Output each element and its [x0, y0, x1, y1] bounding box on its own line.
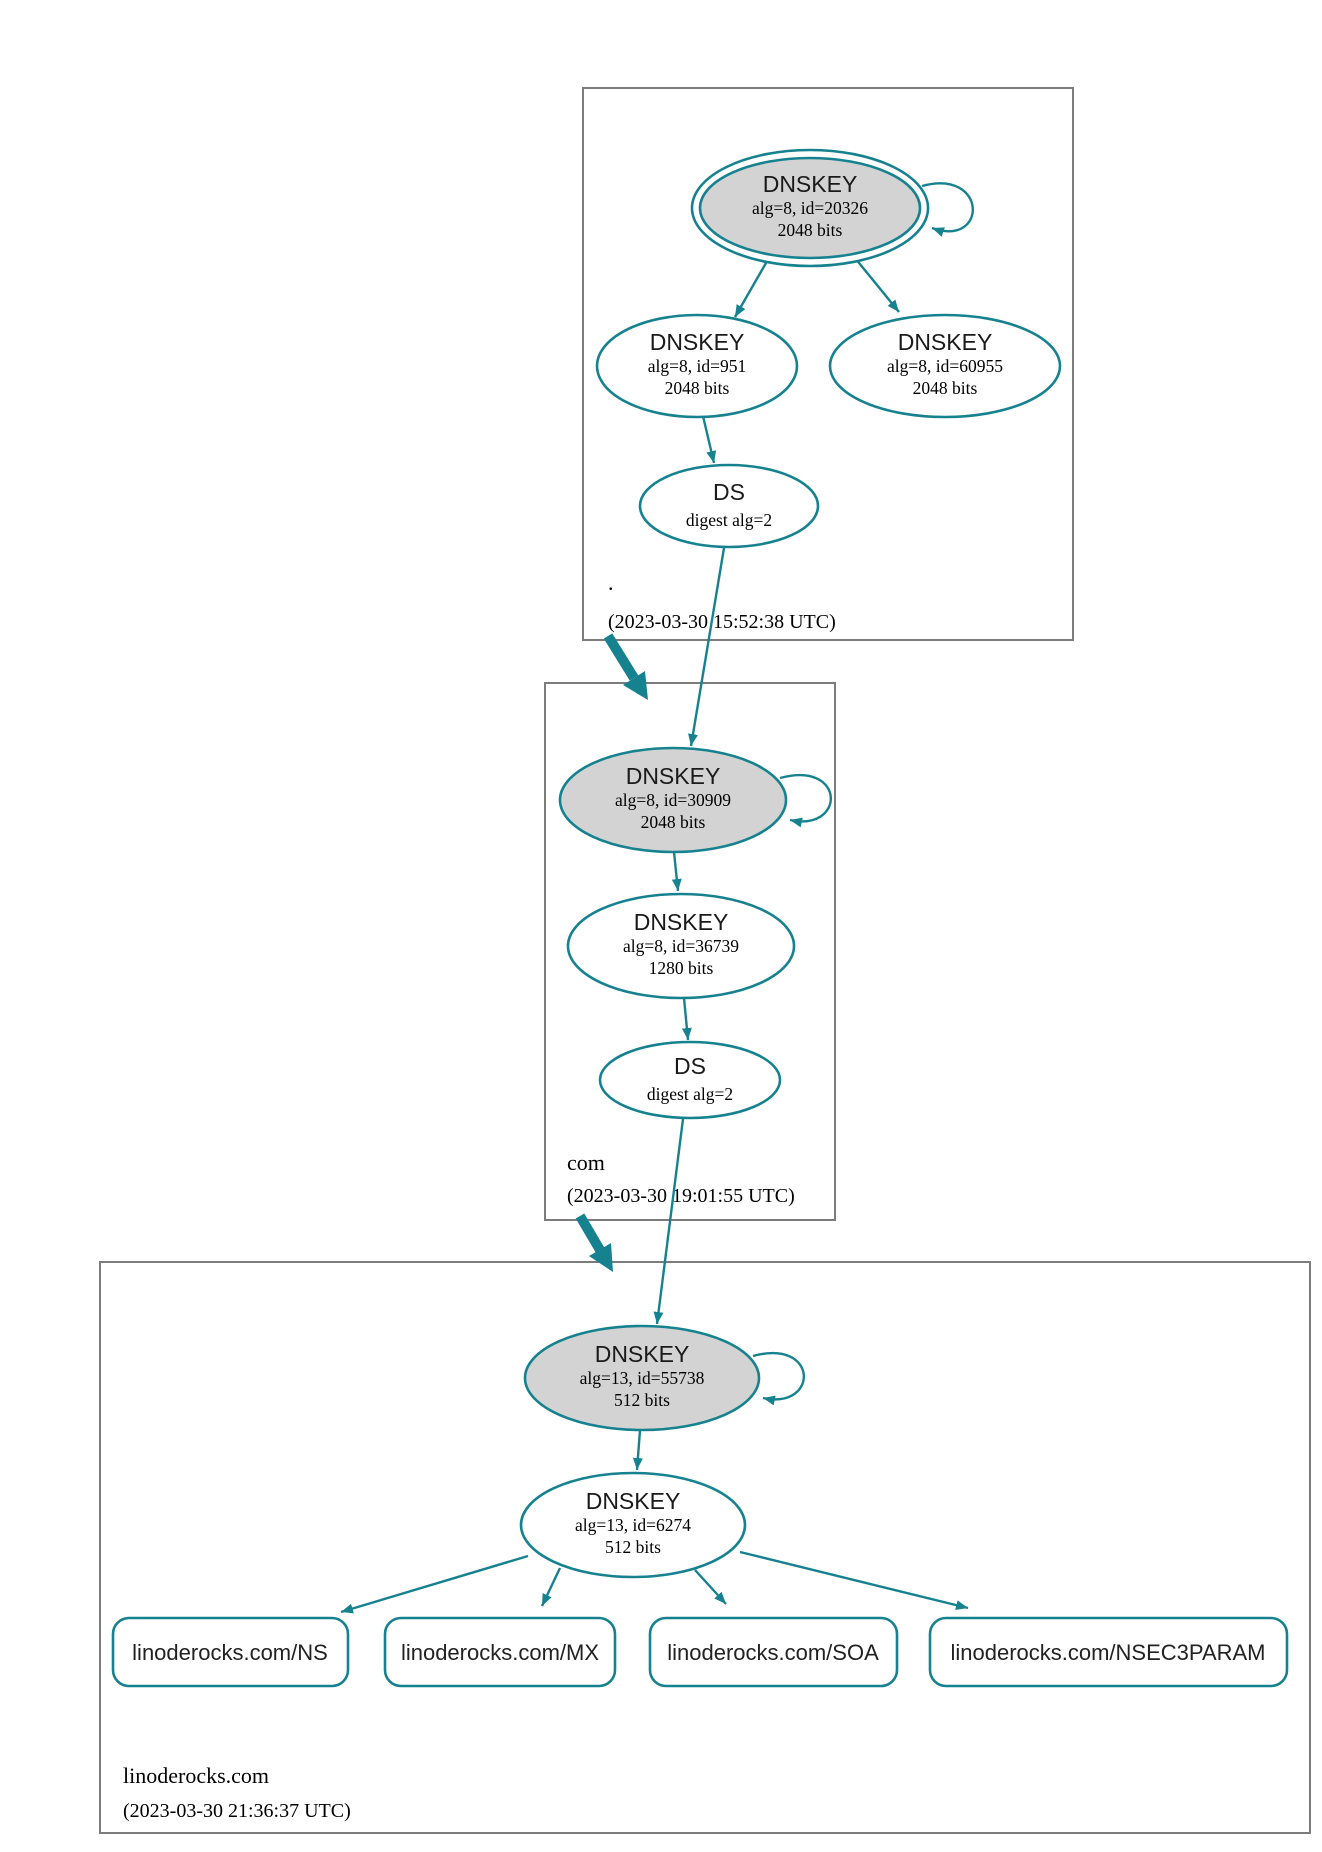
rrset-soa[interactable]: linoderocks.com/SOA: [648, 1616, 899, 1688]
edge-linozsk-to-mx: [540, 1567, 562, 1607]
node-alg: digest alg=2: [686, 510, 772, 530]
rrset-box: [928, 1616, 1289, 1688]
node-root-ds[interactable]: DS digest alg=2: [638, 463, 820, 549]
node-bits: 512 bits: [614, 1390, 670, 1410]
dnskey-ellipse: [523, 1324, 761, 1432]
dnskey-ellipse: [519, 1471, 747, 1579]
rrset-box: [383, 1616, 617, 1688]
rrset-label: linoderocks.com/NSEC3PARAM: [950, 1640, 1265, 1665]
dnskey-ellipse: [828, 313, 1062, 419]
node-title: DNSKEY: [650, 329, 745, 355]
ksk-inner-ellipse: [698, 156, 922, 260]
dnskey-ellipse: [558, 746, 788, 854]
edge-linozsk-to-soa: [694, 1569, 727, 1605]
rrset-label: linoderocks.com/NS: [132, 1640, 328, 1665]
node-title: DNSKEY: [586, 1488, 681, 1514]
node-title: DNSKEY: [634, 909, 729, 935]
rrset-ns[interactable]: linoderocks.com/NS: [111, 1616, 350, 1688]
delegation-arrow-com-to-linoderocks: [575, 1213, 613, 1272]
rrset-mx[interactable]: linoderocks.com/MX: [383, 1616, 617, 1688]
rrset-box: [648, 1616, 899, 1688]
edge-zsk951-to-rootds: [701, 415, 717, 464]
edge-rootds-to-comksk: [688, 547, 726, 747]
node-bits: 2048 bits: [665, 378, 730, 398]
zone-box-linoderocks: [99, 1261, 1311, 1834]
zone-label-linoderocks: linoderocks.com: [123, 1763, 269, 1788]
node-title: DNSKEY: [898, 329, 993, 355]
rrset-label: linoderocks.com/SOA: [667, 1640, 879, 1665]
zone-label-root: .: [608, 570, 614, 595]
self-sign-loop-root-ksk: [921, 182, 974, 237]
node-alg: alg=8, id=36739: [623, 936, 739, 956]
node-alg: alg=8, id=30909: [615, 790, 731, 810]
node-com-ksk[interactable]: DNSKEY alg=8, id=30909 2048 bits: [558, 746, 788, 854]
node-alg: alg=8, id=60955: [887, 356, 1003, 376]
node-alg: alg=13, id=55738: [580, 1368, 705, 1388]
node-com-zsk[interactable]: DNSKEY alg=8, id=36739 1280 bits: [566, 892, 796, 1000]
self-sign-loop-lino-ksk: [752, 1351, 805, 1406]
zone-box-com: [544, 682, 836, 1221]
edge-rootksk-to-zsk60955: [854, 257, 900, 313]
delegation-arrow-head: [589, 1243, 613, 1272]
node-root-zsk-60955[interactable]: DNSKEY alg=8, id=60955 2048 bits: [828, 313, 1062, 419]
edge-comksk-to-comzsk: [671, 851, 682, 892]
edge-rootksk-to-zsk951: [733, 255, 772, 318]
edge-linozsk-to-nsec3param: [739, 1550, 969, 1610]
node-title: DS: [713, 479, 745, 505]
node-bits: 2048 bits: [778, 220, 843, 240]
dnskey-ellipse: [595, 313, 799, 419]
edge-linoksk-to-linozsk: [632, 1429, 643, 1471]
ds-ellipse: [598, 1040, 782, 1120]
node-lino-zsk[interactable]: DNSKEY alg=13, id=6274 512 bits: [519, 1471, 747, 1579]
rrset-box: [111, 1616, 350, 1688]
node-bits: 2048 bits: [913, 378, 978, 398]
delegation-arrow-root-to-com: [603, 633, 648, 700]
node-title: DNSKEY: [626, 763, 721, 789]
node-alg: alg=8, id=951: [648, 356, 746, 376]
dnskey-ellipse: [566, 892, 796, 1000]
node-bits: 2048 bits: [641, 812, 706, 832]
ds-ellipse: [638, 463, 820, 549]
node-root-ksk[interactable]: DNSKEY alg=8, id=20326 2048 bits: [690, 148, 930, 268]
node-com-ds[interactable]: DS digest alg=2: [598, 1040, 782, 1120]
delegation-arrow-shaft: [603, 633, 639, 681]
rrset-nsec3param[interactable]: linoderocks.com/NSEC3PARAM: [928, 1616, 1289, 1688]
node-root-zsk-951[interactable]: DNSKEY alg=8, id=951 2048 bits: [595, 313, 799, 419]
edge-comzsk-to-comds: [681, 997, 692, 1041]
edge-linozsk-to-ns: [340, 1554, 529, 1614]
node-title: DNSKEY: [595, 1341, 690, 1367]
zone-timestamp-root: (2023-03-30 15:52:38 UTC): [608, 611, 836, 633]
node-bits: 512 bits: [605, 1537, 661, 1557]
delegation-arrow-shaft: [575, 1213, 605, 1253]
rrset-label: linoderocks.com/MX: [401, 1640, 599, 1665]
node-bits: 1280 bits: [649, 958, 714, 978]
delegation-arrow-head: [623, 671, 648, 700]
self-sign-loop-com-ksk: [779, 773, 832, 828]
node-alg: alg=8, id=20326: [752, 198, 868, 218]
zone-timestamp-com: (2023-03-30 19:01:55 UTC): [567, 1185, 795, 1207]
edge-comds-to-linoksk: [653, 1118, 685, 1325]
zone-timestamp-linoderocks: (2023-03-30 21:36:37 UTC): [123, 1800, 351, 1822]
zone-label-com: com: [567, 1150, 605, 1175]
node-alg: digest alg=2: [647, 1084, 733, 1104]
node-alg: alg=13, id=6274: [575, 1515, 691, 1535]
node-title: DS: [674, 1053, 706, 1079]
zone-box-root: [582, 87, 1074, 641]
node-lino-ksk[interactable]: DNSKEY alg=13, id=55738 512 bits: [523, 1324, 761, 1432]
node-title: DNSKEY: [763, 171, 858, 197]
